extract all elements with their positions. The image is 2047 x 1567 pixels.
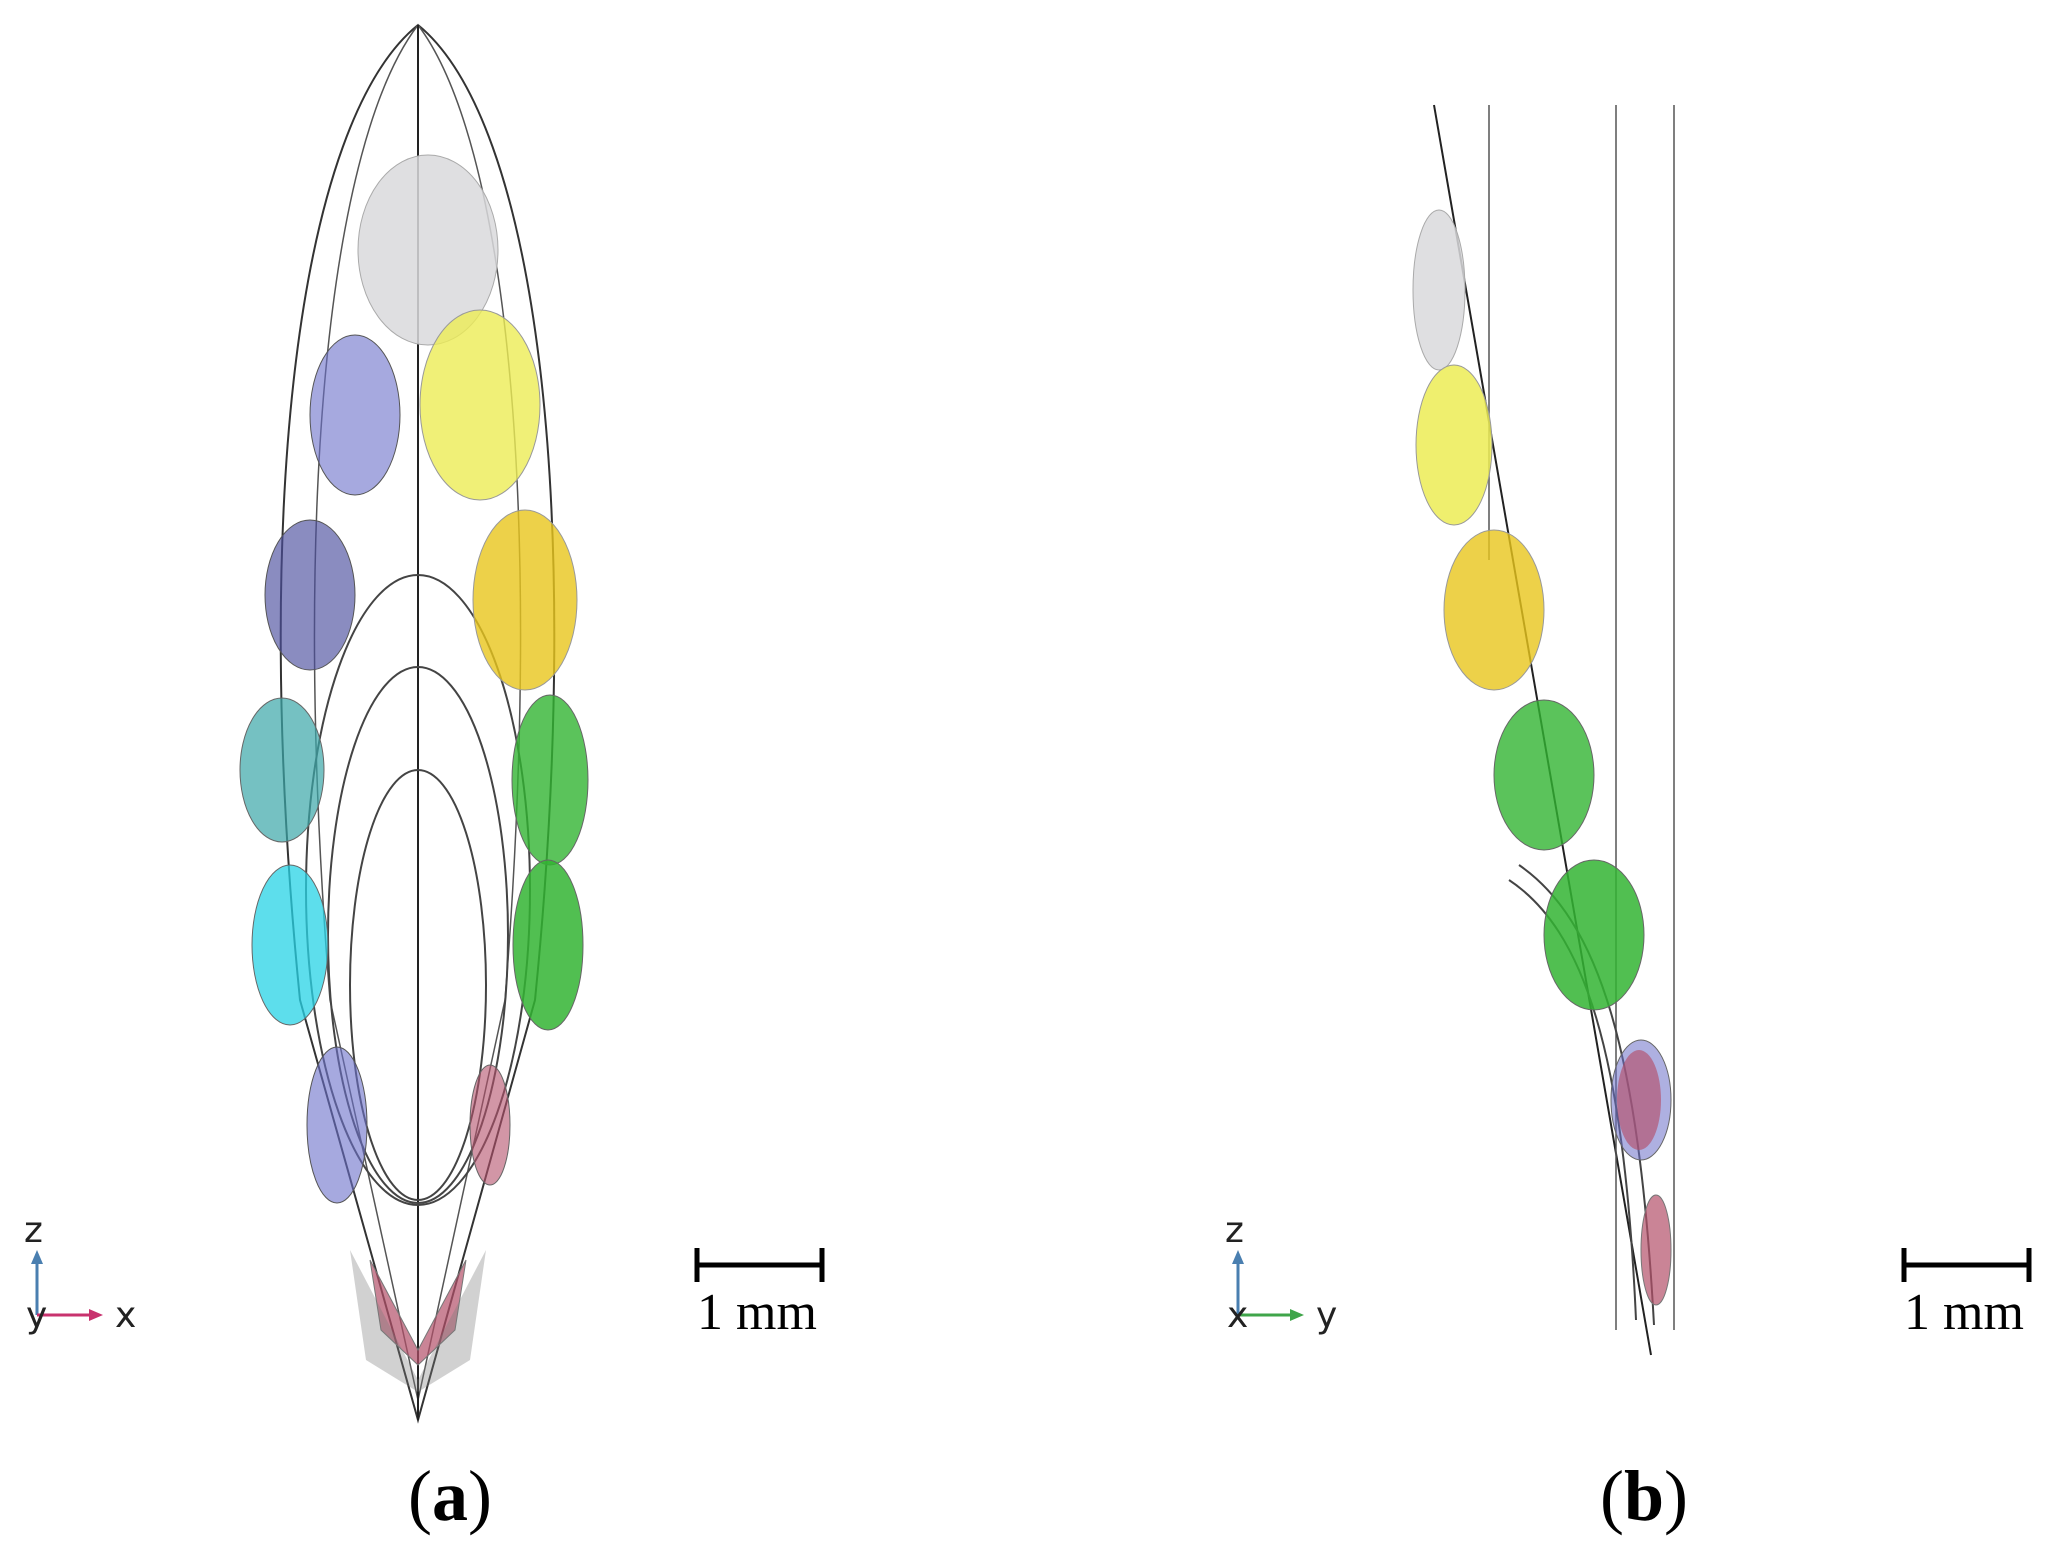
cell-red-tip-b — [1640, 1194, 1672, 1306]
cell-purple-3 — [306, 1046, 368, 1204]
cell-gold — [472, 509, 578, 691]
caption-b: (b) — [1599, 1456, 1688, 1536]
scale-bar-label-b: 1 mm — [1904, 1284, 2024, 1341]
caption-letter-a: a — [432, 1456, 468, 1536]
cell-green-b — [1543, 859, 1645, 1011]
caption-letter-b: b — [1623, 1456, 1665, 1536]
scale-bar-b — [1901, 1248, 2032, 1282]
axis-label-right-b: y — [1316, 1295, 1338, 1336]
scale-bar-a — [694, 1248, 825, 1282]
inner-ellipse-3 — [349, 769, 487, 1201]
cell-teal — [239, 697, 325, 843]
cell-white — [357, 154, 499, 346]
axis-label-out-b: x — [1227, 1295, 1249, 1336]
curve-1 — [1508, 879, 1637, 1321]
axis-triad-a — [31, 1250, 103, 1321]
axis-label-up-a: z — [24, 1210, 43, 1251]
panel-a: z y x 1 mm (a) — [24, 23, 825, 1536]
cell-white-b — [1412, 209, 1466, 371]
axis-label-right-a: x — [115, 1295, 137, 1336]
diagram-a-svg — [31, 23, 825, 1424]
cell-green-2 — [512, 859, 584, 1031]
tip-overlay — [350, 1250, 486, 1392]
axis-triad-b — [1232, 1250, 1304, 1321]
axis-label-up-b: z — [1225, 1210, 1244, 1251]
cell-red-1 — [469, 1064, 511, 1186]
cell-teal-b — [1493, 699, 1595, 851]
cell-yellow-b — [1415, 364, 1493, 526]
cell-red-tip — [369, 1259, 467, 1366]
cell-green-1 — [511, 694, 589, 866]
caption-a: (a) — [408, 1456, 492, 1536]
diagram-b-svg — [1232, 104, 2032, 1356]
cell-yellow — [419, 309, 541, 501]
cell-purple-2 — [264, 519, 356, 671]
axis-label-out-a: y — [26, 1295, 48, 1336]
cell-red-b — [1617, 1050, 1661, 1150]
panel-b: z x y 1 mm (b) — [1024, 0, 2047, 1567]
cell-gold-b — [1443, 529, 1545, 691]
cell-purple-1 — [309, 334, 401, 496]
cell-cyan — [251, 864, 329, 1026]
scale-bar-label-a: 1 mm — [697, 1284, 817, 1341]
